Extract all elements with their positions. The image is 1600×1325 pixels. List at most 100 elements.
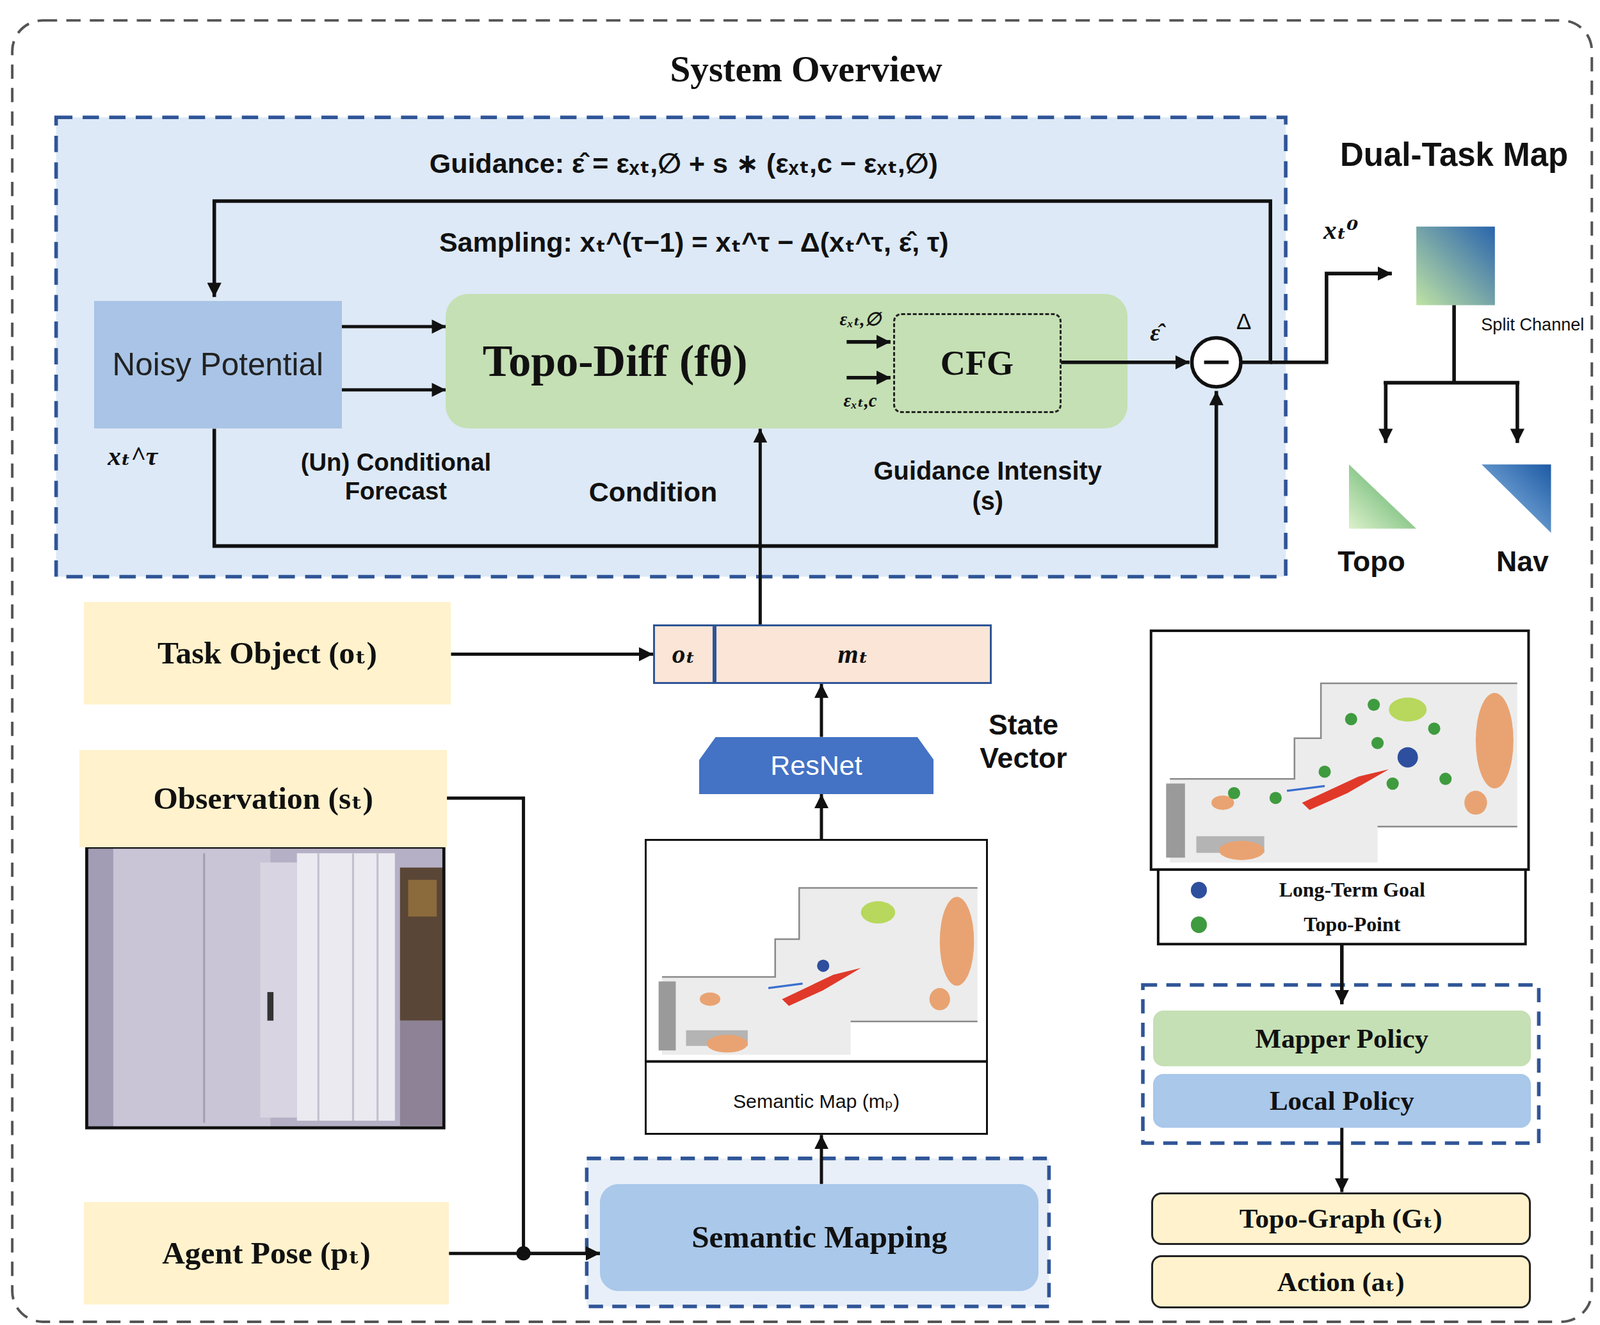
input-box: Task Object (oₜ)	[83, 601, 452, 704]
map-object	[706, 1034, 748, 1053]
map-region	[658, 980, 677, 1051]
node-text: ResNet	[770, 749, 862, 782]
policy-box: Mapper Policy	[1153, 1010, 1531, 1067]
map-object	[861, 900, 896, 924]
trapezoid-fill	[699, 736, 935, 794]
map-region	[1165, 783, 1185, 858]
node-text: Action (aₜ)	[1277, 1265, 1405, 1298]
formula-label: Guidance: ε̂ = εₓₜ,∅ + s ∗ (εₓₜ,c − εₓₜ,…	[429, 147, 938, 180]
goal-dot	[1397, 747, 1419, 768]
math-label: ε̂	[1149, 318, 1161, 348]
legend-text: Topo-Point	[1224, 913, 1480, 937]
topo-point	[1371, 736, 1384, 750]
map-object	[1475, 692, 1514, 789]
node-text: Semantic Mapping	[691, 1219, 947, 1256]
node-text: CFG	[940, 343, 1014, 383]
node-text: oₜ	[672, 638, 696, 670]
map-frame	[1151, 630, 1529, 870]
node-text: Semantic Map (mₚ)	[733, 1090, 900, 1113]
map-region	[781, 968, 861, 1006]
flow-arrow	[341, 325, 447, 329]
guidance-panel	[56, 117, 1286, 577]
topo-point	[1439, 772, 1452, 785]
node-text: Noisy Potential	[112, 346, 324, 383]
flow-arrow	[1340, 943, 1344, 1004]
flow-arrow	[341, 387, 447, 392]
module-box: Semantic Mapping	[599, 1183, 1039, 1291]
photo-window	[297, 852, 396, 1121]
model-box: Topo-Diff (fθ) CFG	[445, 293, 1128, 429]
vector-cell: oₜ	[653, 624, 715, 684]
caption-divider	[644, 1060, 988, 1063]
math-label: εₓₜ,c	[843, 389, 878, 412]
node-text: Topo-Graph (Gₜ)	[1239, 1202, 1443, 1234]
topo-point	[1345, 712, 1358, 725]
flow-arrow	[819, 1134, 823, 1184]
section-label: Dual-Task Map	[1336, 135, 1572, 175]
photo-border	[86, 847, 444, 1128]
topo-point	[1228, 786, 1241, 800]
input-box: Agent Pose (pₜ)	[83, 1201, 450, 1304]
map-object	[699, 992, 721, 1006]
split-line	[1452, 305, 1456, 383]
node-text: Task Object (oₜ)	[157, 635, 378, 672]
photo-door-line	[202, 852, 205, 1123]
goal-dot	[816, 959, 830, 972]
photo-floor	[400, 1020, 445, 1126]
annotation-label: Split Channel	[1475, 314, 1591, 335]
flow-arrow	[448, 1251, 600, 1255]
split-arrow	[1384, 382, 1389, 444]
topo-point	[1427, 722, 1440, 735]
photo-frame	[86, 847, 113, 1128]
output-box: Topo-Graph (Gₜ)	[1151, 1192, 1531, 1246]
flow-arrow	[1340, 1127, 1344, 1192]
formula-label: Sampling: xₜ^(τ−1) = xₜ^τ − Δ(xₜ^τ, ε̂, …	[439, 225, 949, 259]
topo-map-illustration	[1165, 683, 1517, 863]
node-text: Topo-Diff (fθ)	[482, 335, 748, 388]
photo-window-bar	[376, 852, 379, 1121]
map-region	[1169, 683, 1518, 863]
topo-point	[1318, 765, 1331, 778]
math-label: εₓₜ,∅	[839, 308, 881, 331]
node-text: mₜ	[838, 638, 869, 670]
legend-frame	[1158, 869, 1526, 944]
input-box: Observation (sₜ)	[79, 749, 447, 847]
annotation-label: State Vector	[946, 708, 1100, 776]
legend-text: Long-Term Goal	[1224, 878, 1480, 902]
flow-arrow	[819, 683, 823, 737]
photo-picture	[408, 879, 438, 917]
output-label: Nav	[1496, 544, 1549, 579]
node-text: Local Policy	[1269, 1084, 1415, 1116]
map-wall	[850, 1020, 978, 1023]
encoder-trapezoid: ResNet	[699, 736, 935, 794]
map-region	[1302, 768, 1390, 810]
vector-cell: mₜ	[714, 624, 993, 684]
nav-map-icon	[1481, 464, 1551, 533]
map-object	[929, 987, 951, 1011]
policy-frame	[1142, 984, 1539, 1143]
photo-panel	[259, 862, 297, 1118]
flow-arrow	[847, 339, 892, 344]
map-object	[939, 896, 975, 986]
topo-point	[1386, 777, 1399, 790]
dual-map-icon	[1416, 226, 1495, 306]
map-panel: Semantic Map (mₚ)	[644, 838, 988, 1135]
node-text: Observation (sₜ)	[153, 780, 373, 817]
map-path	[1286, 785, 1325, 791]
annotation-label: Condition	[589, 475, 718, 509]
legend-swatch	[1190, 881, 1208, 899]
subtract-symbol	[1204, 360, 1229, 365]
diagram-title: System Overview	[669, 48, 942, 92]
map-region	[662, 887, 978, 1055]
flow-arrow	[758, 428, 762, 625]
output-label: Topo	[1337, 544, 1406, 579]
photo-furniture	[400, 867, 445, 1021]
math-label: xₜ⁰	[1323, 213, 1358, 246]
math-label: Δ	[1236, 307, 1252, 335]
map-wall	[1169, 683, 1518, 779]
topo-point	[1269, 791, 1282, 804]
map-object	[1219, 840, 1265, 860]
photo-window-bar	[352, 852, 355, 1121]
photo-door	[86, 847, 271, 1128]
map-wall	[662, 887, 978, 977]
